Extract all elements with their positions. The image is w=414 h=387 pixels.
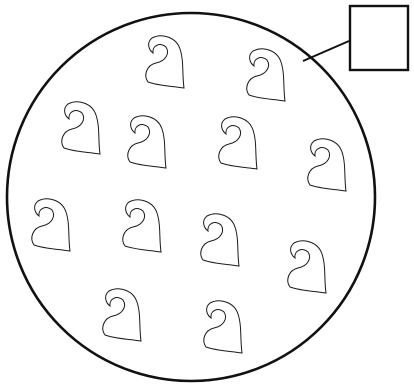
connector-line [303, 41, 349, 61]
container-circle [7, 13, 375, 381]
answer-box[interactable] [350, 6, 408, 70]
